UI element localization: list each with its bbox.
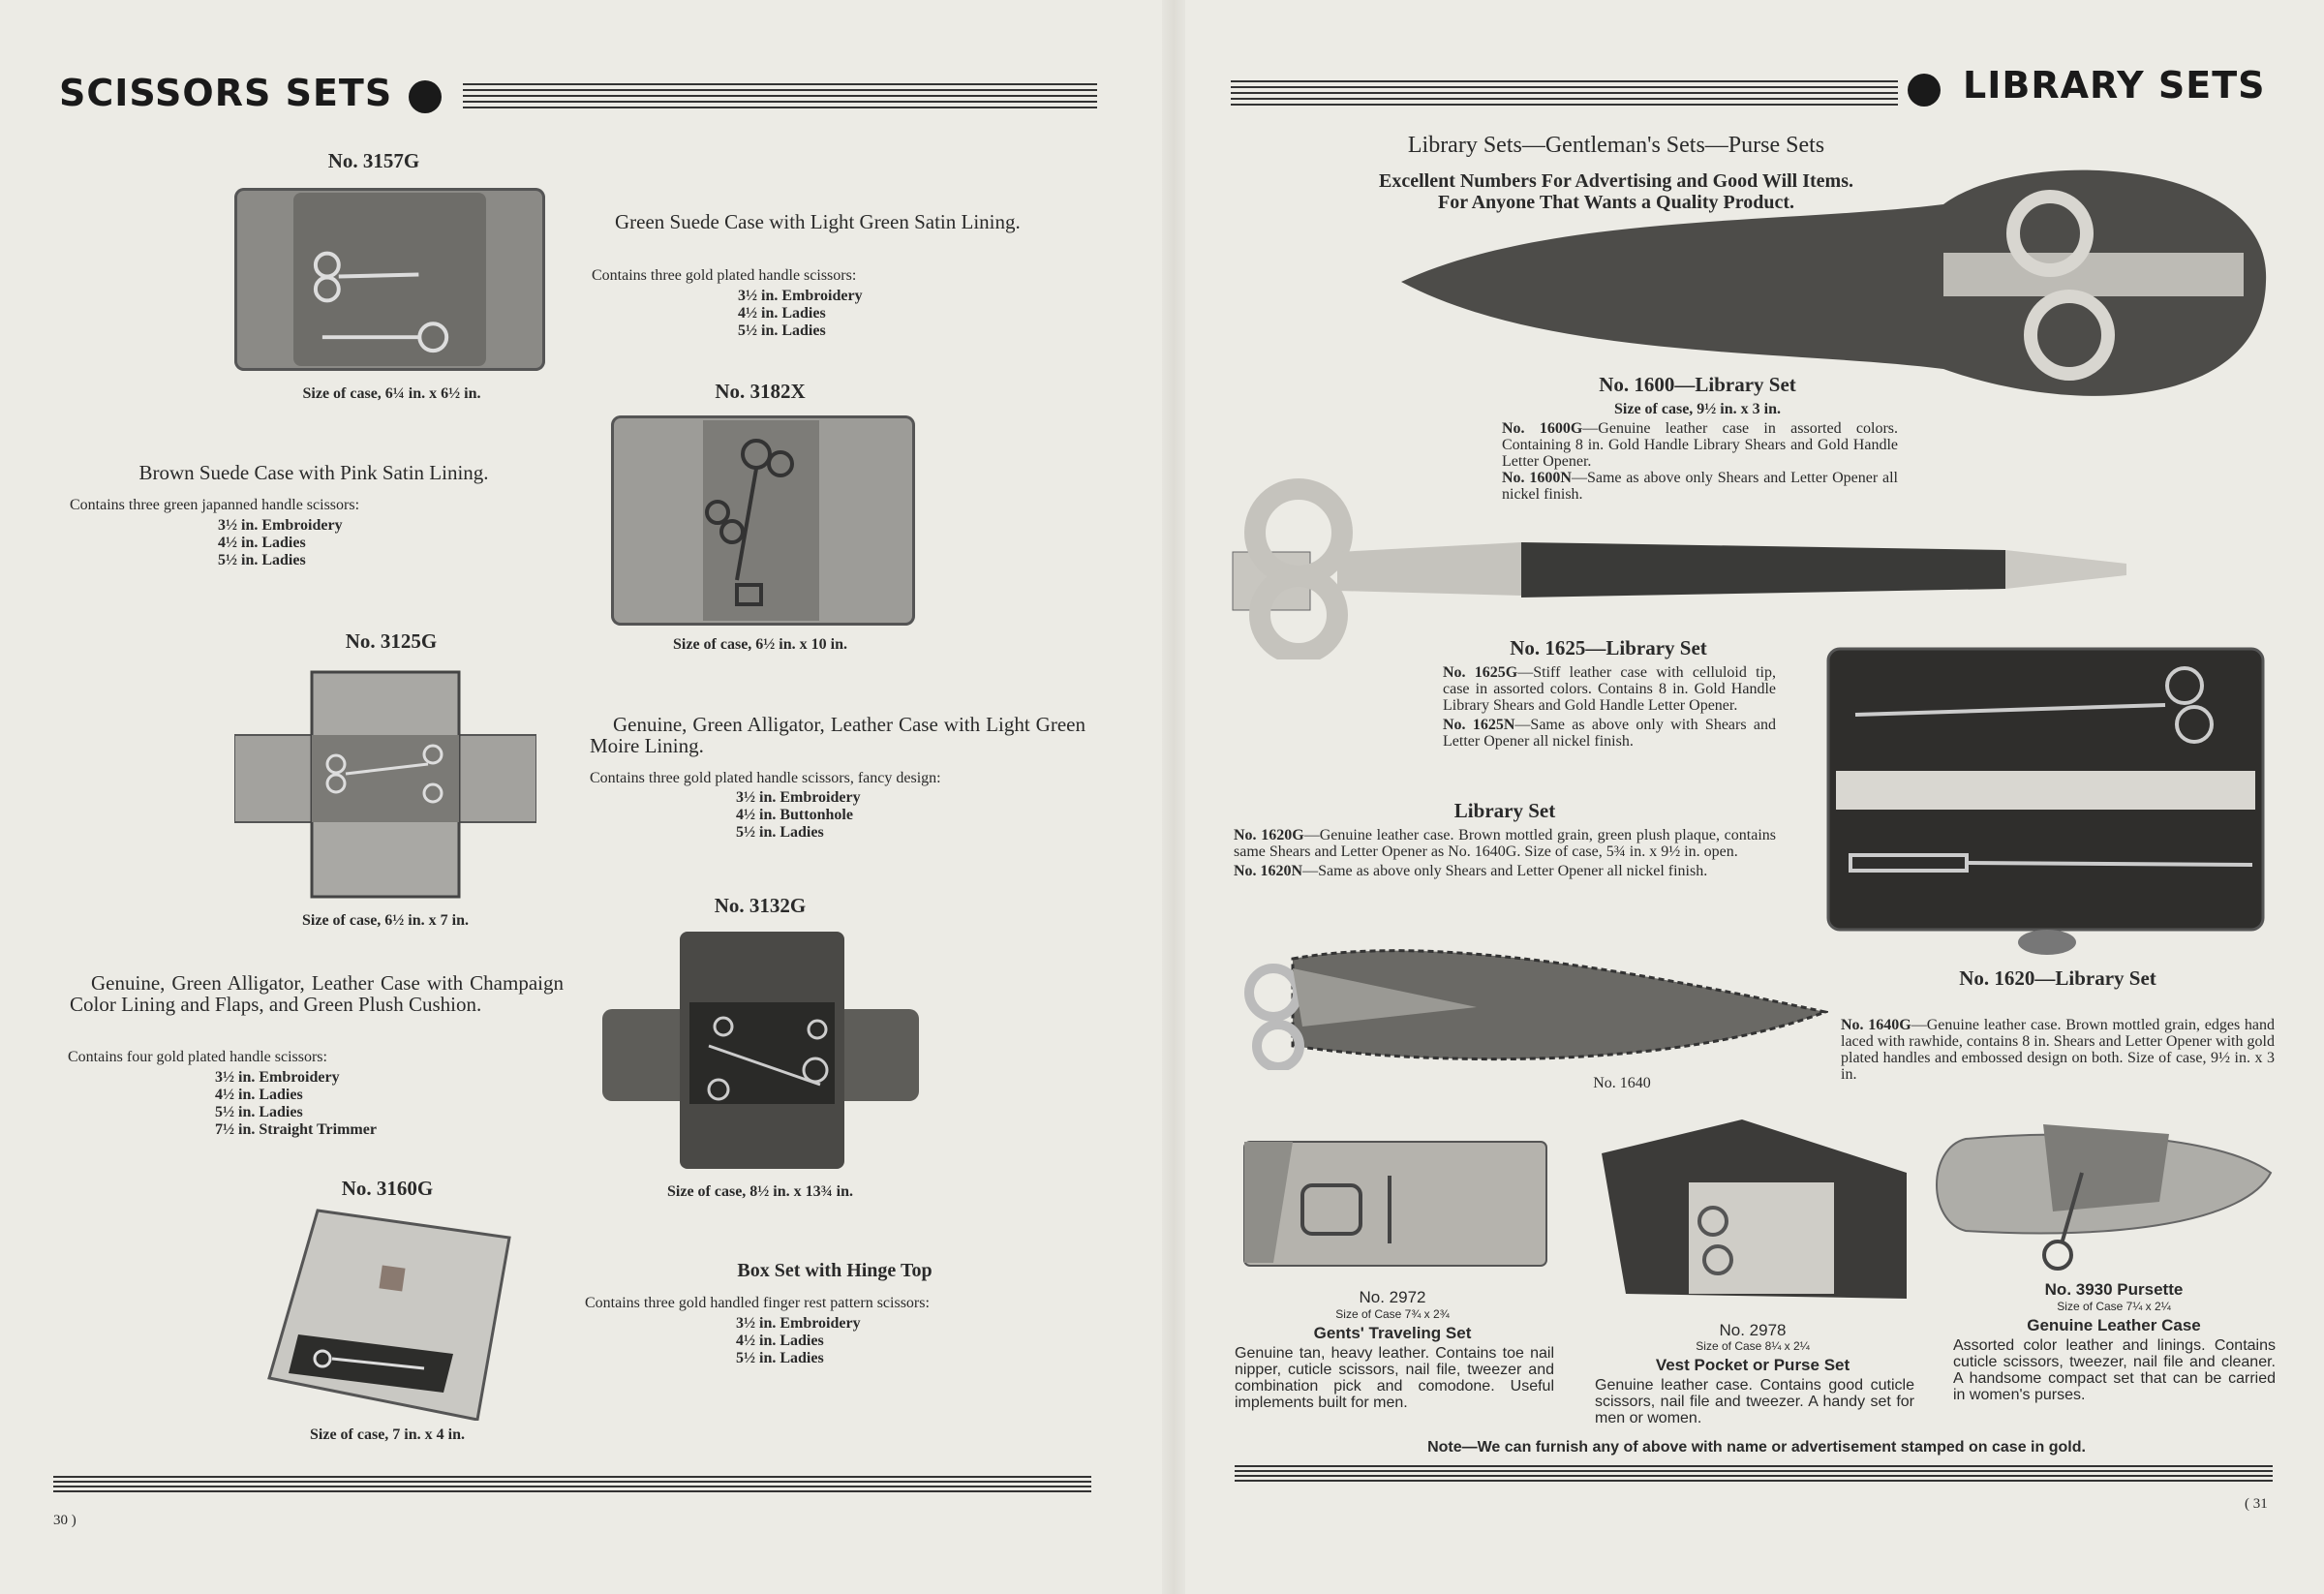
desc-1600g: No. 1600G—Genuine leather case in assort… xyxy=(1502,420,1899,470)
item-number-3160g: No. 3160G xyxy=(341,1177,434,1200)
item-number-3132g: No. 3132G xyxy=(714,894,807,917)
size-2978: Size of Case 8¼ x 2¼ xyxy=(1696,1339,1810,1353)
case-size-3157g: Size of case, 6¼ in. x 6½ in. xyxy=(302,385,481,402)
library-sets-banner: LIBRARY SETS xyxy=(1963,64,2266,107)
name-2972: Gents' Traveling Set xyxy=(1313,1324,1472,1342)
desc-contains-3132g: Contains four gold plated handle scissor… xyxy=(68,1049,327,1065)
list-item: 3½ in. Embroidery xyxy=(736,1315,861,1332)
desc-1625n: No. 1625N—Same as above only with Shears… xyxy=(1443,717,1776,750)
list-item: 3½ in. Embroidery xyxy=(736,789,861,806)
desc-title-3125g: Genuine, Green Alligator, Leather Case w… xyxy=(590,713,1086,757)
header-rule xyxy=(463,83,1097,108)
product-image-3182x xyxy=(611,415,915,626)
list-item: 4½ in. Buttonhole xyxy=(736,807,853,823)
title-1620: No. 1620—Library Set xyxy=(1959,966,2156,990)
size-2972: Size of Case 7¾ x 2¾ xyxy=(1335,1307,1450,1321)
desc-1620n: No. 1620N—Same as above only Shears and … xyxy=(1234,863,1708,879)
page-number: ( 31 xyxy=(2245,1496,2268,1512)
desc-contains-3160g: Contains three gold handled finger rest … xyxy=(585,1295,930,1311)
footer-rule xyxy=(1235,1465,2273,1485)
list-item: 3½ in. Embroidery xyxy=(218,517,343,534)
desc-1600n: No. 1600N—Same as above only Shears and … xyxy=(1502,470,1899,503)
item-number-3157g: No. 3157G xyxy=(327,149,420,172)
product-image-3132g xyxy=(602,930,919,1171)
bullet-icon xyxy=(1908,74,1941,107)
page-number: 30 ) xyxy=(53,1513,76,1528)
product-image-3157g xyxy=(234,188,545,371)
desc-title-3182x: Brown Suede Case with Pink Satin Lining. xyxy=(138,461,489,484)
product-image-1600 xyxy=(1401,156,2269,427)
desc-contains-3125g: Contains three gold plated handle scisso… xyxy=(590,770,941,786)
item-number-3182x: No. 3182X xyxy=(715,380,806,403)
product-image-1625 xyxy=(1231,475,2130,664)
size-3930: Size of Case 7¼ x 2¼ xyxy=(2057,1300,2171,1313)
product-image-3125g xyxy=(233,667,537,902)
stamping-note: Note—We can furnish any of above with na… xyxy=(1427,1439,2086,1456)
product-image-1640 xyxy=(1235,930,1831,1072)
tagline-2: For Anyone That Wants a Quality Product. xyxy=(1437,192,1795,213)
number-2972: No. 2972 xyxy=(1359,1288,1426,1306)
list-item: 4½ in. Ladies xyxy=(218,535,306,551)
name-2978: Vest Pocket or Purse Set xyxy=(1655,1356,1850,1374)
desc-2978: Genuine leather case. Contains good cuti… xyxy=(1595,1377,1914,1426)
caption-1640: No. 1640 xyxy=(1593,1075,1651,1091)
list-item: 5½ in. Ladies xyxy=(738,322,826,339)
list-item: 5½ in. Ladies xyxy=(736,1350,824,1366)
title-1600: No. 1600—Library Set xyxy=(1599,373,1796,396)
desc-title-3160g: Box Set with Hinge Top xyxy=(737,1260,933,1281)
list-item: 7½ in. Straight Trimmer xyxy=(215,1121,377,1138)
list-item: 4½ in. Ladies xyxy=(215,1087,303,1103)
desc-3930: Assorted color leather and linings. Cont… xyxy=(1953,1337,2276,1403)
footer-rule xyxy=(53,1476,1091,1495)
case-size-3160g: Size of case, 7 in. x 4 in. xyxy=(310,1426,465,1443)
list-item: 3½ in. Embroidery xyxy=(215,1069,340,1086)
desc-1640g: No. 1640G—Genuine leather case. Brown mo… xyxy=(1841,1017,2276,1083)
list-item: 4½ in. Ladies xyxy=(738,305,826,322)
list-item: 5½ in. Ladies xyxy=(215,1104,303,1120)
name-3930: Genuine Leather Case xyxy=(2027,1316,2201,1334)
case-size-3182x: Size of case, 6½ in. x 10 in. xyxy=(673,636,847,653)
desc-title-3157g: Green Suede Case with Light Green Satin … xyxy=(615,210,1021,233)
case-size-3125g: Size of case, 6½ in. x 7 in. xyxy=(302,912,469,929)
desc-title-3132g: Genuine, Green Alligator, Leather Case w… xyxy=(70,971,564,1016)
size-1600: Size of case, 9½ in. x 3 in. xyxy=(1614,401,1781,417)
product-image-3160g xyxy=(260,1209,511,1422)
product-image-2972 xyxy=(1235,1137,1550,1271)
product-image-1620 xyxy=(1826,647,2265,957)
desc-2972: Genuine tan, heavy leather. Contains toe… xyxy=(1235,1345,1554,1411)
item-number-3125g: No. 3125G xyxy=(345,629,438,653)
desc-contains-3182x: Contains three green japanned handle sci… xyxy=(70,497,360,513)
list-item: 5½ in. Ladies xyxy=(736,824,824,841)
product-image-3930 xyxy=(1927,1115,2276,1275)
list-item: 4½ in. Ladies xyxy=(736,1333,824,1349)
library-set-heading: Library Set xyxy=(1453,799,1556,822)
list-item: 3½ in. Embroidery xyxy=(738,288,863,304)
desc-1625g: No. 1625G—Stiff leather case with cellul… xyxy=(1443,664,1777,714)
desc-1620g: No. 1620G—Genuine leather case. Brown mo… xyxy=(1234,827,1777,860)
header-rule xyxy=(1231,80,1898,106)
title-1625: No. 1625—Library Set xyxy=(1510,636,1707,659)
number-3930: No. 3930 Pursette xyxy=(2044,1280,2184,1299)
tagline-1: Excellent Numbers For Advertising and Go… xyxy=(1378,170,1854,192)
number-2978: No. 2978 xyxy=(1719,1321,1787,1339)
case-size-3132g: Size of case, 8½ in. x 13¾ in. xyxy=(667,1183,853,1200)
desc-contains-3157g: Contains three gold plated handle scisso… xyxy=(592,267,857,284)
bullet-icon xyxy=(409,80,442,113)
list-item: 5½ in. Ladies xyxy=(218,552,306,568)
product-image-2978 xyxy=(1597,1115,1910,1304)
scissors-sets-banner: SCISSORS SETS xyxy=(59,72,393,114)
section-subtitle: Library Sets—Gentleman's Sets—Purse Sets xyxy=(1407,133,1825,158)
page-gutter xyxy=(1162,0,1185,1594)
